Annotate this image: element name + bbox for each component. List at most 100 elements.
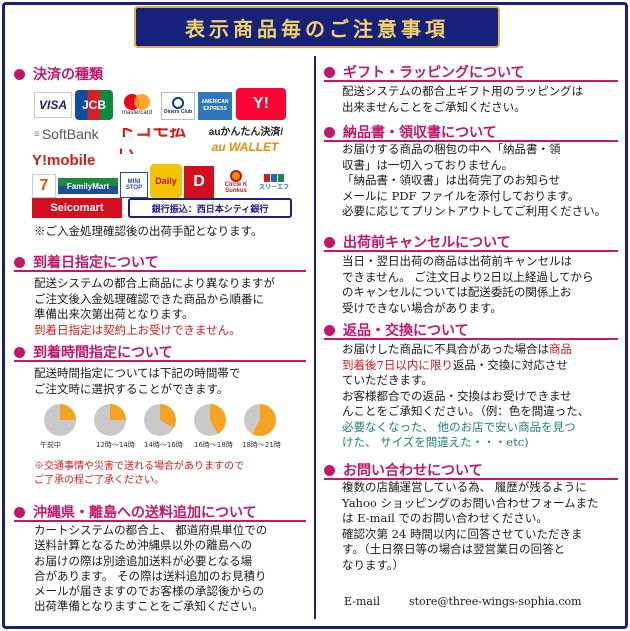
gift-line: 配送システムの都合上ギフト用のラッピングは <box>342 84 584 98</box>
okinawa-body: カートシステムの都合上、 都道府県単位での 送料計算となるため沖縄県以外の離島へ… <box>34 523 267 615</box>
ministop-label: MINI STOP <box>125 179 143 191</box>
okinawa-line: 送料計算となるため沖縄県以外の離島への <box>34 538 253 553</box>
returns-text: お届けした商品に不具合があった場合は <box>342 342 549 356</box>
contact-line: は E-mail でのお問い合わせください。 <box>342 511 548 525</box>
time-slot-label: 12時～14時 <box>96 441 135 449</box>
cancel-line: 受けできない場合があります。 <box>342 300 502 315</box>
cancel-line: のキャンセルについては配送委託の関係上お <box>342 285 572 299</box>
contact-line: す。（土日祭日等の場合は翌営業日の回答と <box>342 542 566 556</box>
bullet-icon <box>324 464 335 476</box>
d-mark-icon: D <box>184 166 214 198</box>
okinawa-rule <box>14 520 306 522</box>
au-wallet-logo: au WALLET <box>205 138 285 156</box>
contact-title: お問い合わせについて <box>343 463 483 479</box>
daily-logo: Daily <box>150 164 182 198</box>
time-slot-label: 18時～21時 <box>242 441 281 449</box>
circlek-label: Circle K Sunkus <box>224 182 248 194</box>
okinawa-line: メールが届きますのでお客様の承認後からの <box>34 584 264 599</box>
invoice-title: 納品書・領収書について <box>343 125 497 141</box>
contact-body: 複数の店舗運営している為、 履歴が残るように Yahoo ショッピングのお問い合… <box>342 480 599 573</box>
arrival-time-body: 配送時間指定については下記の時間帯で ご注文時に選択することができます。 <box>34 366 240 397</box>
ymobile-logo: Y!mobile <box>32 148 118 172</box>
returns-body: お届けした商品に不具合があった場合は商品 到着後7日以内に限り返品・交換に対応さ… <box>342 342 589 451</box>
arrival-date-line: 配送システムの都合上商品により異なりますが <box>34 276 275 290</box>
returns-heading: 返品・交換について <box>324 320 469 340</box>
returns-title: 返品・交換について <box>343 323 469 339</box>
returns-line: んことをご承知ください。（例：色を間違った、 <box>342 404 590 418</box>
seven-eleven-icon: 7 <box>32 174 56 198</box>
clock-icon <box>94 404 126 436</box>
title-banner: 表示商品毎のご注意事項 <box>134 6 500 48</box>
invoice-body: お届けする商品の梱包の中へ「納品書・領 収書」は一切入っておりません。 「納品書… <box>342 142 606 220</box>
invoice-heading: 納品書・領収書について <box>324 122 497 142</box>
bullet-icon <box>14 346 25 358</box>
invoice-line: メールに PDF ファイルを添付しております。 <box>342 188 580 203</box>
cancel-rule <box>324 250 618 252</box>
page-title: 表示商品毎のご注意事項 <box>185 16 449 41</box>
payment-note-text: ※ご入金処理確認後の出荷手配となります。 <box>34 224 263 238</box>
amex-label: AMERICAN EXPRESS <box>201 99 229 112</box>
gift-title: ギフト・ラッピングについて <box>343 65 525 81</box>
arrival-date-heading: 到着日指定について <box>14 252 159 272</box>
bullet-icon <box>324 126 335 138</box>
returns-line: 到着後7日以内に限り返品・交換に対応させ <box>342 358 589 374</box>
column-divider <box>314 56 316 619</box>
three-f-logo: スリーエフ <box>258 166 290 198</box>
cancel-title: 出荷前キャンセルについて <box>343 235 511 251</box>
yahoo-label: Y! <box>253 95 269 112</box>
returns-line: お届けした商品に不具合があった場合は商品 <box>342 342 589 358</box>
time-slot-label: 14時～16時 <box>144 441 183 449</box>
invoice-line: お届けする商品の梱包の中へ「納品書・領 <box>342 142 561 156</box>
returns-highlight: 到着後7日以内に限り <box>342 357 453 372</box>
clock-icon <box>194 404 226 436</box>
mastercard-circles-icon <box>124 94 150 110</box>
returns-highlight: 商品 <box>549 342 572 356</box>
gift-body: 配送システムの都合上ギフト用のラッピングは 出来ませんことをご承知ください。 <box>342 84 583 115</box>
returns-line: お客様都合での返品・交換はお受けできませ <box>342 388 572 403</box>
email-label: E-mail <box>344 595 380 608</box>
invoice-line: 必要に応じてプリントアウトしてご利用ください。 <box>342 204 607 218</box>
payment-heading: 決済の種類 <box>14 64 103 84</box>
arrival-time-title: 到着時間指定について <box>33 345 173 361</box>
jcb-logo: JCB <box>75 90 113 120</box>
arrival-time-line: 配送時間指定については下記の時間帯で <box>34 366 241 380</box>
contact-line: 確認次第 24 時間以内に回答させていただきま <box>342 526 583 541</box>
amex-logo: AMERICAN EXPRESS <box>198 92 232 120</box>
email-link[interactable]: store@three-wings-sophia.com <box>408 595 582 608</box>
ymobile-label: Y!mobile <box>32 151 96 169</box>
visa-logo: VISA <box>34 92 72 118</box>
visa-label: VISA <box>38 98 67 112</box>
cancel-line: できません。 ご注文日より2日以上経過してから <box>342 269 594 284</box>
time-slot-label: 16時～18時 <box>194 441 233 449</box>
contact-line: 複数の店舗運営している為、 履歴が残るように <box>342 480 587 494</box>
seicomart-logo: Seicomart <box>32 198 122 218</box>
bullet-icon <box>324 66 335 78</box>
okinawa-heading: 沖縄県・離島への送料追加について <box>14 502 257 522</box>
gift-heading: ギフト・ラッピングについて <box>324 62 525 82</box>
au-logo: auかんたん決済/ <box>200 122 292 138</box>
arrival-time-note: ※交通事情や災害で送れる場合がありますので ご了承の程ご了承ください。 <box>34 460 244 488</box>
bullet-icon <box>14 68 25 80</box>
arrival-date-title: 到着日指定について <box>33 255 159 271</box>
three-f-icon <box>264 173 284 182</box>
bullet-icon <box>14 506 25 518</box>
contact-line: Yahoo ショッピングのお問い合わせフォームまた <box>342 495 599 510</box>
okinawa-line: お届けの際は別途追加送料が必要となる場 <box>34 553 253 568</box>
contact-line: なります。） <box>342 557 405 572</box>
arrival-date-body: 配送システムの都合上商品により異なりますが ご注文後入金処理確認できた商品から順… <box>34 276 275 338</box>
familymart-label: FamilyMart <box>66 181 110 191</box>
okinawa-line: 合があります。 その際は送料追加のお見積り <box>34 568 267 583</box>
softbank-label: SoftBank <box>41 126 99 142</box>
returns-line: ていただきます。 <box>342 373 433 387</box>
clock-icon <box>144 404 176 436</box>
clock-icon <box>44 404 76 436</box>
yahoo-logo: Y! <box>236 88 286 120</box>
au-label: auかんたん決済/ <box>208 126 284 138</box>
invoice-rule <box>324 140 618 142</box>
arrival-time-note-line: ※交通事情や災害で送れる場合がありますので <box>34 461 244 472</box>
au-wallet-label: au WALLET <box>211 140 279 154</box>
bullet-icon <box>14 256 25 268</box>
payment-note: ※ご入金処理確認後の出荷手配となります。 <box>34 224 263 240</box>
seicomart-label: Seicomart <box>50 202 104 214</box>
